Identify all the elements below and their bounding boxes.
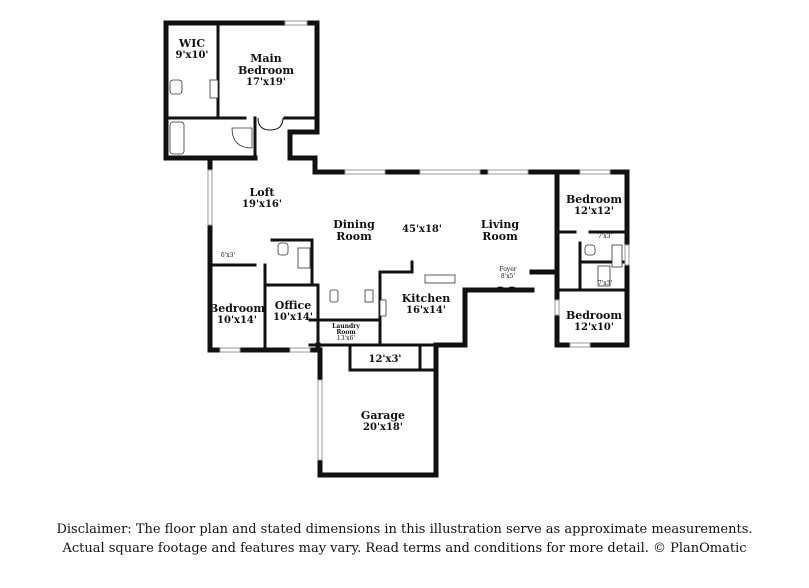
disclaimer-line-1: Disclaimer: The floor plan and stated di…	[56, 522, 753, 537]
floor-plan: WIC 9'x10' Main Bedroom 17'x19' Loft 19'…	[163, 20, 630, 478]
kitchen-name: Kitchen	[402, 292, 451, 305]
foyer-name: Foyer	[499, 266, 516, 273]
loft-name: Loft	[250, 186, 276, 199]
living-name: Living	[481, 218, 519, 231]
exterior-walls	[163, 20, 630, 478]
bedroom-se-dim: 12'x10'	[574, 322, 614, 333]
bedroom-se-name: Bedroom	[566, 309, 622, 322]
closet-7x3-b-dim: 7'x3'	[598, 280, 613, 287]
great-room-dim: 45'x18'	[402, 224, 442, 235]
main-bedroom-dim: 17'x19'	[246, 77, 286, 88]
laundry-name: Laundry	[332, 323, 360, 330]
main-bedroom-name: Main	[250, 52, 281, 65]
bedroom-ne-name: Bedroom	[566, 193, 622, 206]
office-dim: 10'x14'	[273, 312, 313, 323]
bedroom-ne-dim: 12'x12'	[574, 206, 614, 217]
dining-name-2: Room	[336, 230, 372, 243]
bedroom-w-name: Bedroom	[209, 302, 265, 315]
disclaimer-line-2: Actual square footage and features may v…	[62, 541, 747, 556]
living-name-2: Room	[482, 230, 518, 243]
closet-7x3-a-dim: 7'x3'	[598, 233, 613, 240]
laundry-dim: 13'x6'	[337, 335, 355, 342]
loft-dim: 19'x16'	[242, 199, 282, 210]
room-labels: WIC 9'x10' Main Bedroom 17'x19' Loft 19'…	[176, 37, 623, 433]
kitchen-dim: 16'x14'	[406, 305, 446, 316]
hall-dim: 12'x3'	[369, 354, 402, 365]
garage-dim: 20'x18'	[363, 422, 403, 433]
bedroom-w-dim: 10'x14'	[217, 315, 257, 326]
main-bedroom-name-2: Bedroom	[238, 64, 294, 77]
foyer-dim: 8'x5'	[501, 273, 516, 280]
office-name: Office	[275, 299, 312, 312]
garage-name: Garage	[361, 409, 405, 422]
windows	[207, 20, 630, 461]
dining-name: Dining	[333, 218, 375, 231]
laundry-name-2: Room	[336, 329, 356, 336]
fixtures	[169, 79, 623, 317]
wic-name: WIC	[178, 37, 205, 50]
closet-6x3-dim: 6'x3'	[221, 252, 236, 259]
wic-dim: 9'x10'	[176, 50, 209, 61]
